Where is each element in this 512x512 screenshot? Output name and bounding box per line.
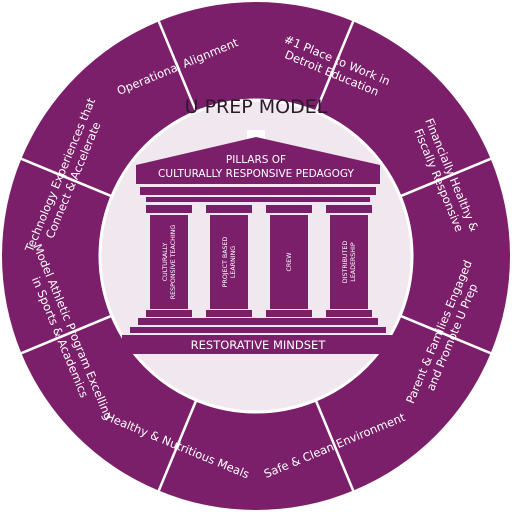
step-middle xyxy=(130,327,386,333)
pediment xyxy=(136,137,380,184)
pillar-capital xyxy=(206,205,252,213)
pillar-base xyxy=(266,310,312,317)
pediment-line-2: CULTURALLY RESPONSIVE PEDAGOGY xyxy=(158,168,354,180)
pillar-capital xyxy=(326,205,372,213)
ring-divider xyxy=(20,314,113,355)
pillar-base xyxy=(326,310,372,317)
model-title: U PREP MODEL xyxy=(185,96,328,118)
ring-divider xyxy=(157,399,198,492)
ring-divider xyxy=(157,20,198,113)
pillar-label: CULTURALLY xyxy=(162,243,169,282)
pillar-base xyxy=(146,310,192,317)
entablature xyxy=(140,187,376,195)
ring-divider xyxy=(20,157,113,198)
step-top xyxy=(138,318,378,325)
ring-divider xyxy=(314,20,355,113)
entablature-lower xyxy=(146,197,370,202)
ring-divider xyxy=(314,399,355,492)
pillar-capital xyxy=(146,205,192,213)
pillar-label: CREW xyxy=(286,252,293,272)
pillar-label: RESPONSIVE TEACHING xyxy=(170,225,177,300)
ring-divider xyxy=(399,314,492,355)
pillar-shaft xyxy=(270,215,308,309)
pediment-line-1: PILLARS OF xyxy=(226,154,286,166)
pillar-base xyxy=(206,310,252,317)
pillars-building: U PILLARS OF CULTURALLY RESPONSIVE PEDAG… xyxy=(122,130,394,354)
pillar-label: DISTRIBUTED xyxy=(342,241,349,284)
pillar-shaft xyxy=(150,215,188,309)
ring-dividers xyxy=(20,20,492,492)
base-label: RESTORATIVE MINDSET xyxy=(191,338,327,352)
pillar-label: LEADERSHIP xyxy=(350,242,357,282)
pillar: CREW xyxy=(266,205,312,317)
pillar-label: PROJECT BASED xyxy=(222,237,229,288)
pillar-shaft xyxy=(330,215,368,309)
base-step xyxy=(122,335,394,354)
pillar-shaft xyxy=(210,215,248,309)
pillar-capital xyxy=(266,205,312,213)
ring-divider xyxy=(399,157,492,198)
pillar-label: LEARNING xyxy=(230,246,237,278)
